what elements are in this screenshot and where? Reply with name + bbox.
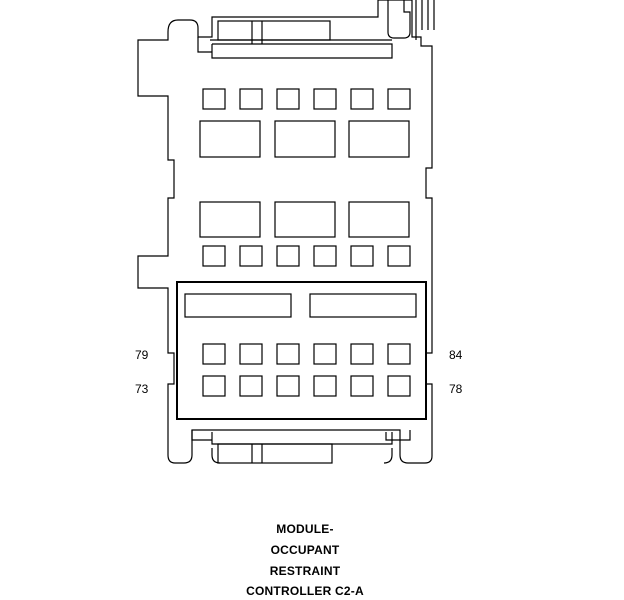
- top-lock-tab: [387, 0, 435, 40]
- title-line-4: CONTROLLER C2-A: [246, 584, 364, 598]
- top-latch-bar: [217, 20, 331, 41]
- pin-label-78: 78: [449, 382, 463, 396]
- upper-cavity-row-1: [202, 88, 411, 110]
- bottom-latch-bar: [217, 443, 333, 464]
- pin-label-84: 84: [449, 348, 463, 362]
- pin-row-73-78: [202, 375, 411, 397]
- bottom-latch-tab: [211, 448, 393, 464]
- upper-cavity-row-2: [202, 245, 411, 267]
- upper-large-cavity-row: [199, 120, 410, 158]
- connector-housing-outline: [137, 0, 433, 464]
- bottom-latch: [191, 430, 411, 445]
- pin-label-79: 79: [135, 348, 149, 362]
- title-line-3: RESTRAINT: [269, 564, 341, 578]
- lower-wide-cavity-right: [309, 293, 417, 318]
- title-line-2: OCCUPANT: [270, 543, 340, 557]
- lower-section-frame: [176, 281, 427, 420]
- title-line-1: MODULE-: [276, 522, 334, 536]
- top-latch: [197, 37, 393, 59]
- pin-row-79-84: [202, 343, 411, 365]
- pin-label-73: 73: [135, 382, 149, 396]
- lower-large-cavity-row: [199, 201, 410, 238]
- lower-wide-cavity-left: [184, 293, 292, 318]
